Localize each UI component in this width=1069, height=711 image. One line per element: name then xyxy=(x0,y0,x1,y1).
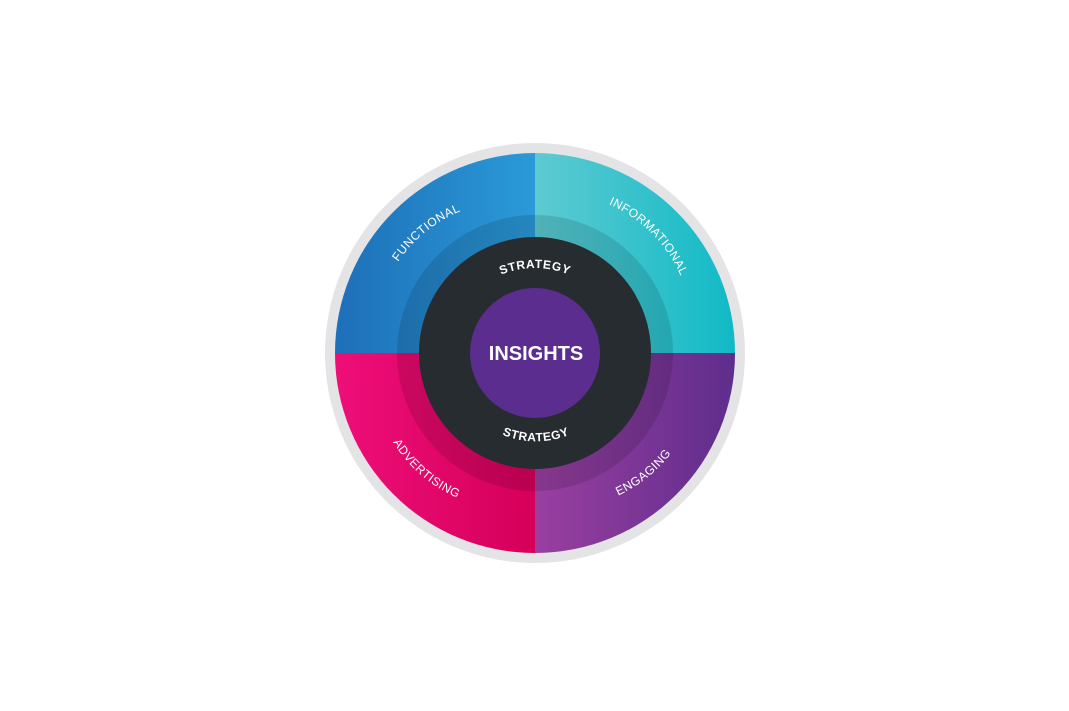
label-strategy-top: STRATEGY xyxy=(497,257,572,278)
label-strategy-bottom: STRATEGY xyxy=(501,424,571,444)
insights-center-circle xyxy=(470,288,600,418)
label-insights: INSIGHTS xyxy=(489,343,583,365)
